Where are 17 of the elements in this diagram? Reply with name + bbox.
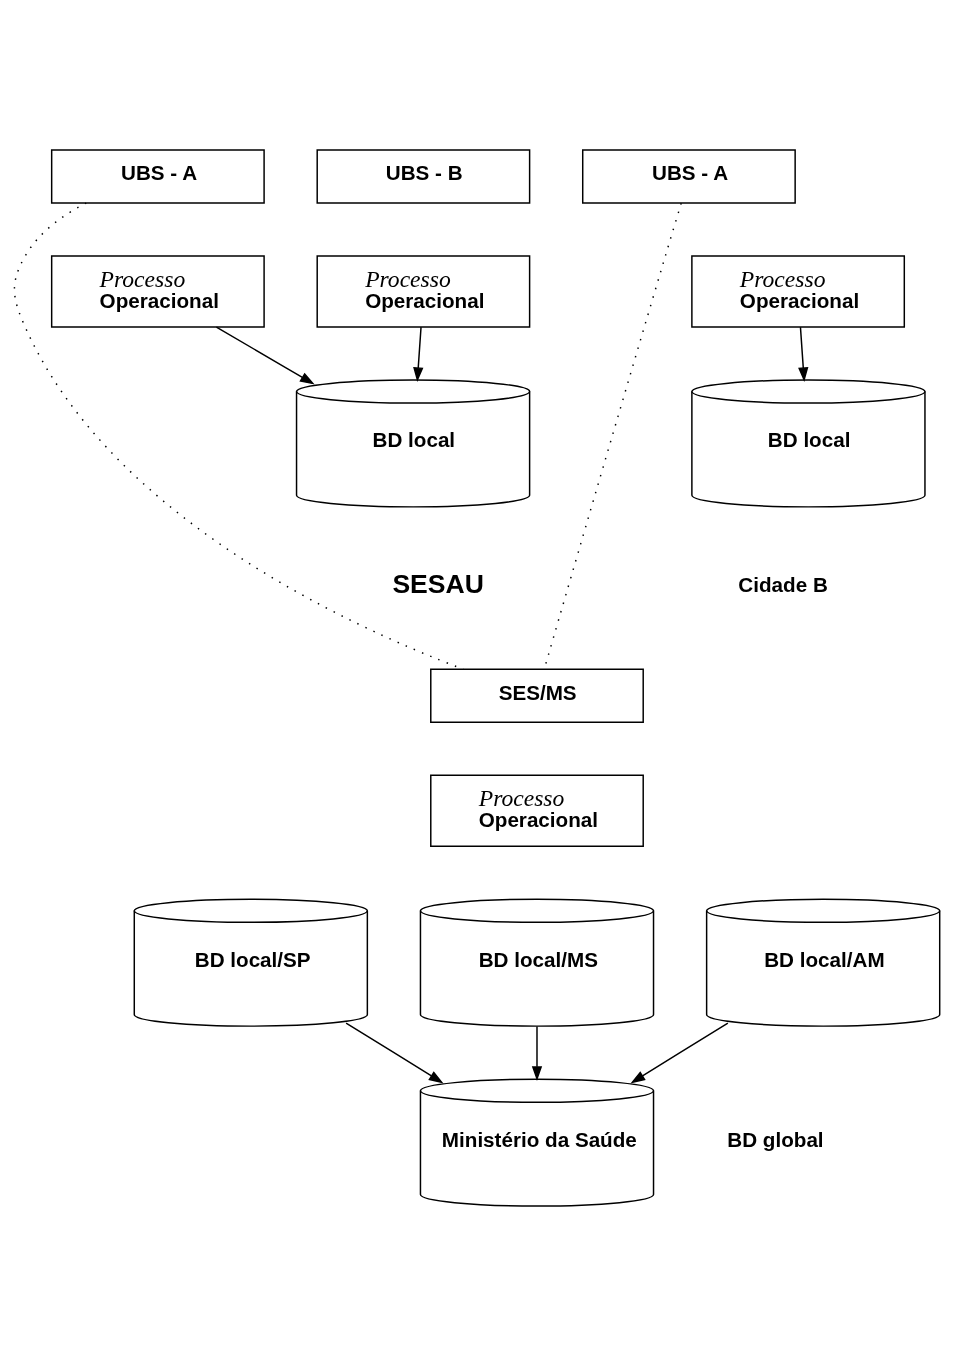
arrow [531,1025,543,1081]
node-box: Processo Operacional [430,774,644,847]
node-box: UBS - A [582,149,796,204]
node-box: Processo Operacional [691,255,906,328]
label: Cidade B [738,573,828,596]
label: SESAU [392,569,484,600]
node-box: SES/MS [430,668,644,723]
arrow [215,326,315,385]
arrow [413,326,424,383]
node-box: UBS - A [50,149,265,204]
arrow [798,326,809,383]
node-box: UBS - B [316,149,531,204]
arrow [630,1022,729,1084]
node-box: Processo Operacional [50,255,265,328]
node-box: Processo Operacional [316,255,531,328]
node-label: BD global [727,1127,824,1151]
arrow [345,1022,444,1084]
